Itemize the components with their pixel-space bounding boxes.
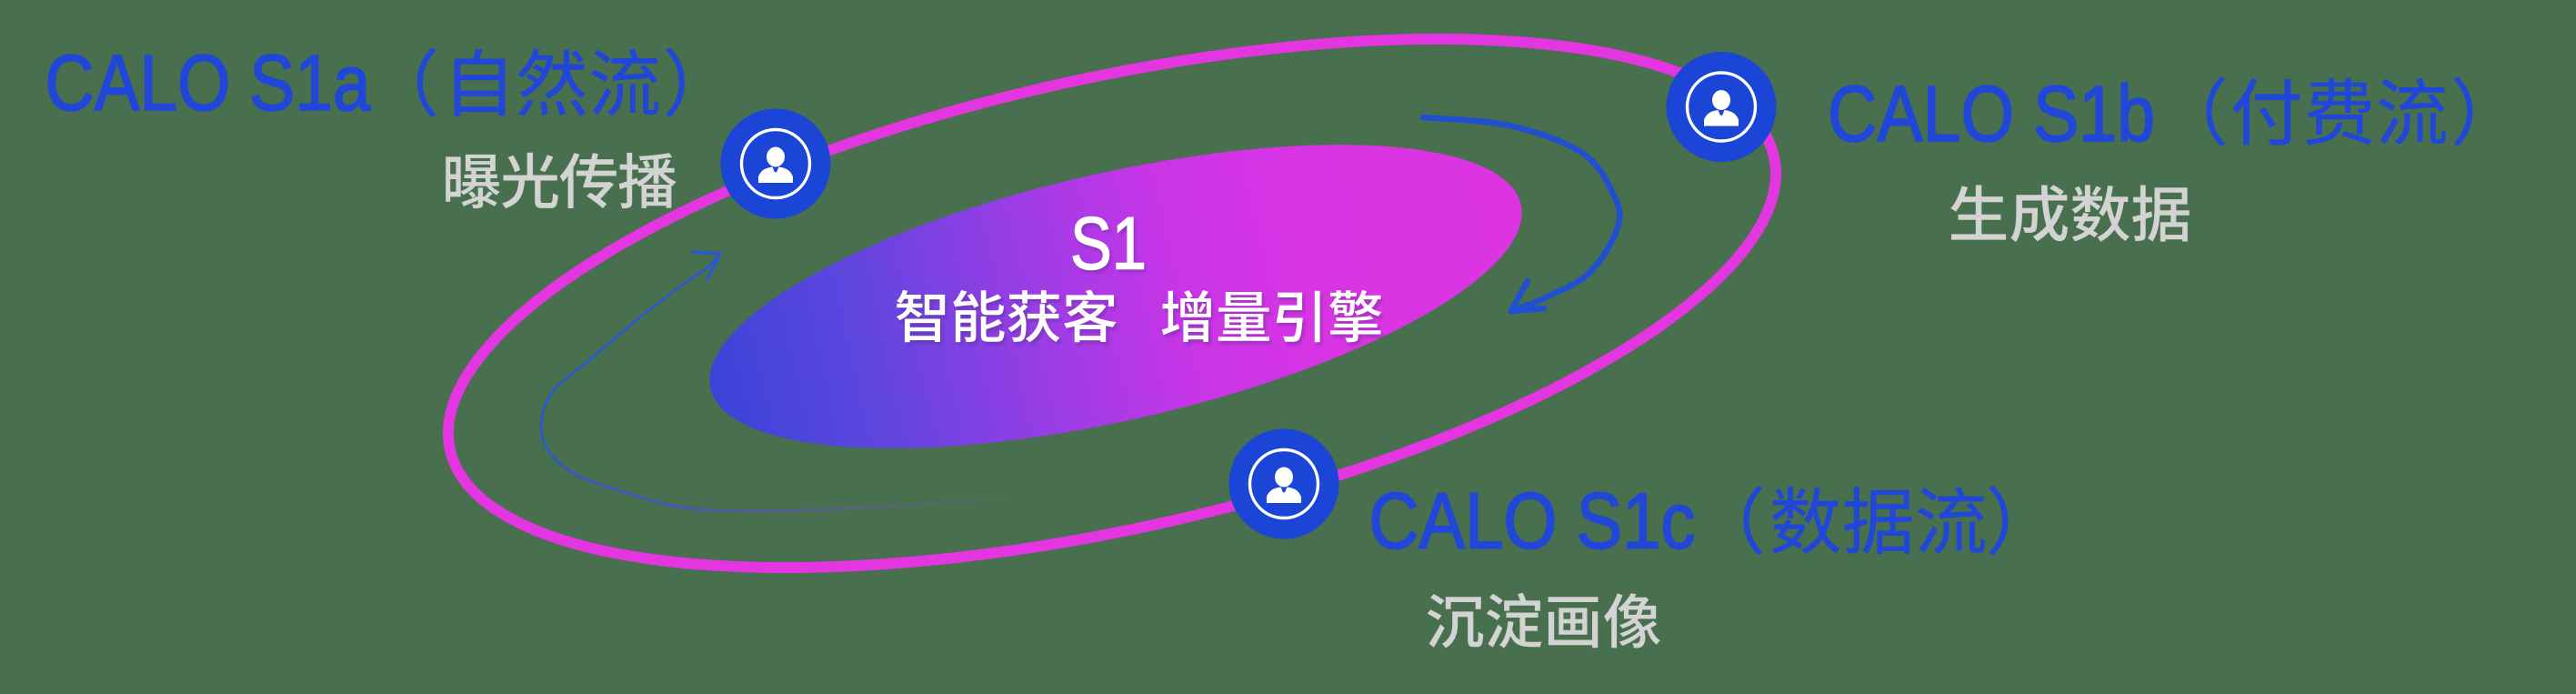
svg-text:CALO S1a: CALO S1a: [45, 39, 372, 127]
svg-text:S1: S1: [1070, 203, 1147, 286]
svg-text:CALO S1c: CALO S1c: [1369, 478, 1696, 566]
svg-text:S1: S1: [1073, 206, 1149, 288]
svg-text:CALO S1b: CALO S1b: [1828, 70, 2155, 158]
